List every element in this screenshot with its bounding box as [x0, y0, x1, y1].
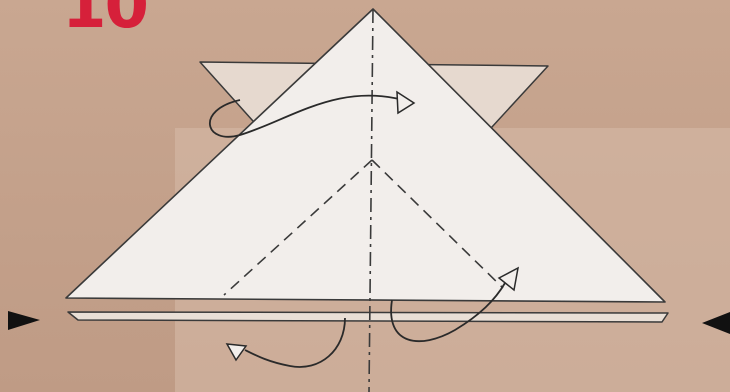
bottom-layer — [68, 312, 668, 322]
black-triangle-right-icon — [8, 311, 40, 330]
step-number: 10 — [62, 0, 147, 38]
